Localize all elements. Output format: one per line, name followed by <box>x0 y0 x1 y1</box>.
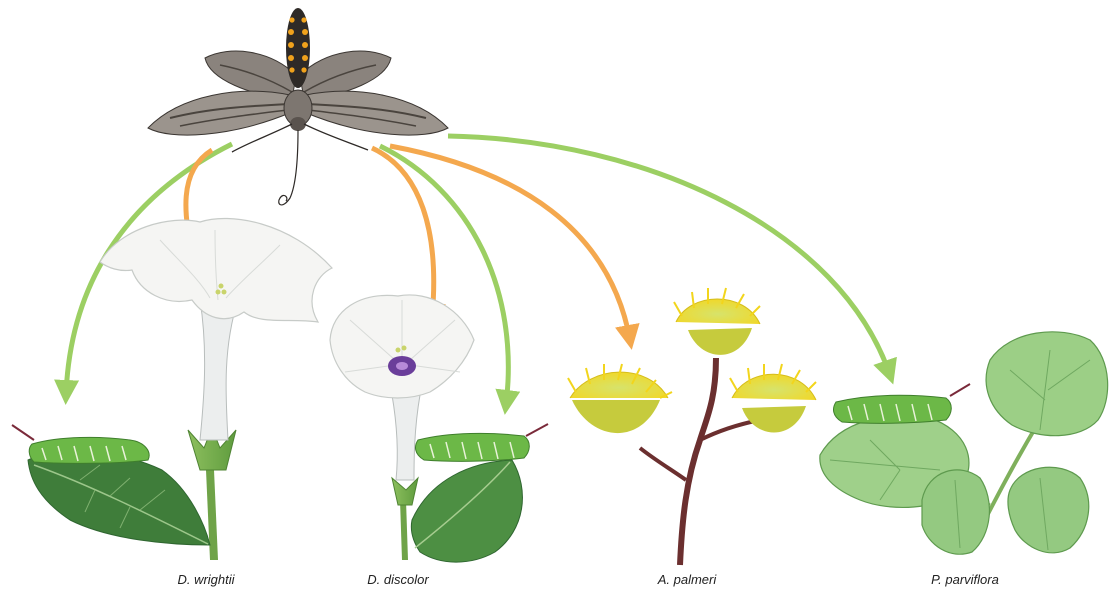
label-proboscidea-parviflora: P. parviflora <box>931 572 999 587</box>
hornworm-caterpillar-icon <box>834 384 970 423</box>
hornworm-caterpillar-icon <box>12 425 149 463</box>
agave-palmeri-plant <box>568 288 816 565</box>
agave-flower-cluster <box>568 364 672 433</box>
datura-wrightii-leaf <box>28 451 210 545</box>
datura-discolor-leaf <box>411 460 522 562</box>
label-agave-palmeri: A. palmeri <box>658 572 717 587</box>
hornworm-caterpillar-icon <box>416 424 548 461</box>
label-datura-discolor: D. discolor <box>367 572 428 587</box>
label-datura-wrightii: D. wrightii <box>177 572 234 587</box>
agave-flower-cluster <box>674 288 760 355</box>
oviposition-arrow-parviflora <box>448 136 890 375</box>
proboscidea-parviflora-plant <box>820 332 1108 554</box>
